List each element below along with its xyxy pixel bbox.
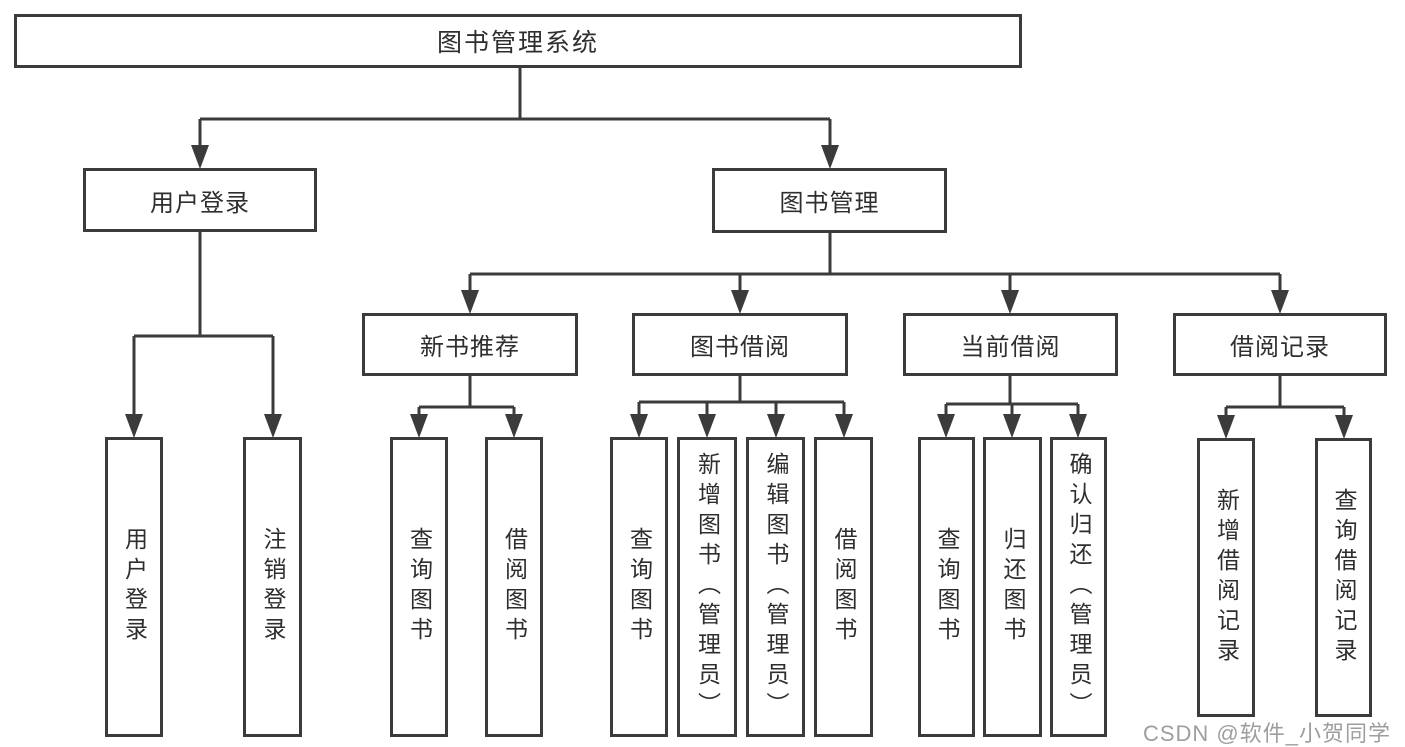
node-book-borrowing-label: 图书借阅 bbox=[690, 334, 790, 361]
node-query-borrow-record-label: 查询借阅记录 bbox=[1331, 487, 1357, 668]
node-query-books-recommendation: 查询图书 bbox=[390, 437, 448, 737]
node-borrow-books-borrowing-label: 借阅图书 bbox=[831, 527, 857, 647]
node-user-login: 用户登录 bbox=[83, 168, 317, 232]
node-query-borrow-record: 查询借阅记录 bbox=[1315, 438, 1372, 717]
node-add-books-admin: 新增图书（管理员） bbox=[677, 437, 737, 737]
node-user-login-leaf: 用户登录 bbox=[105, 437, 163, 737]
node-query-books-borrowing: 查询图书 bbox=[610, 437, 668, 737]
node-return-books: 归还图书 bbox=[983, 437, 1042, 737]
node-current-borrowing-label: 当前借阅 bbox=[960, 334, 1061, 361]
node-book-borrowing: 图书借阅 bbox=[632, 313, 848, 376]
node-query-books-current: 查询图书 bbox=[918, 437, 975, 737]
node-borrow-books-borrowing: 借阅图书 bbox=[814, 437, 873, 737]
node-query-books-current-label: 查询图书 bbox=[934, 527, 960, 647]
node-confirm-return-admin: 确认归还（管理员） bbox=[1050, 437, 1107, 737]
node-borrow-books-recommendation-label: 借阅图书 bbox=[501, 527, 528, 647]
node-add-borrow-record: 新增借阅记录 bbox=[1197, 438, 1255, 717]
node-logout-leaf-label: 注销登录 bbox=[260, 527, 286, 647]
node-book-management: 图书管理 bbox=[712, 168, 947, 233]
node-add-borrow-record-label: 新增借阅记录 bbox=[1213, 487, 1240, 668]
node-return-books-label: 归还图书 bbox=[1000, 527, 1026, 647]
node-edit-books-admin-label: 编辑图书（管理员） bbox=[763, 452, 789, 722]
node-book-management-label: 图书管理 bbox=[779, 190, 880, 217]
csdn-watermark: CSDN @软件_小贺同学 bbox=[1142, 721, 1391, 746]
node-confirm-return-admin-label: 确认归还（管理员） bbox=[1066, 452, 1092, 722]
node-new-book-recommendation-label: 新书推荐 bbox=[420, 334, 520, 361]
node-root: 图书管理系统 bbox=[14, 14, 1022, 68]
node-borrowing-records-label: 借阅记录 bbox=[1230, 334, 1330, 361]
node-edit-books-admin: 编辑图书（管理员） bbox=[746, 437, 805, 737]
node-logout-leaf: 注销登录 bbox=[243, 437, 302, 737]
arrowheads bbox=[125, 145, 1353, 439]
node-query-books-recommendation-label: 查询图书 bbox=[406, 527, 433, 647]
node-root-label: 图书管理系统 bbox=[436, 29, 599, 57]
node-borrow-books-recommendation: 借阅图书 bbox=[485, 437, 543, 737]
node-query-books-borrowing-label: 查询图书 bbox=[626, 527, 653, 647]
node-user-login-leaf-label: 用户登录 bbox=[121, 527, 148, 647]
node-add-books-admin-label: 新增图书（管理员） bbox=[694, 452, 721, 722]
node-borrowing-records: 借阅记录 bbox=[1173, 313, 1387, 376]
node-current-borrowing: 当前借阅 bbox=[903, 313, 1118, 376]
node-user-login-label: 用户登录 bbox=[150, 189, 250, 217]
node-new-book-recommendation: 新书推荐 bbox=[362, 313, 578, 376]
